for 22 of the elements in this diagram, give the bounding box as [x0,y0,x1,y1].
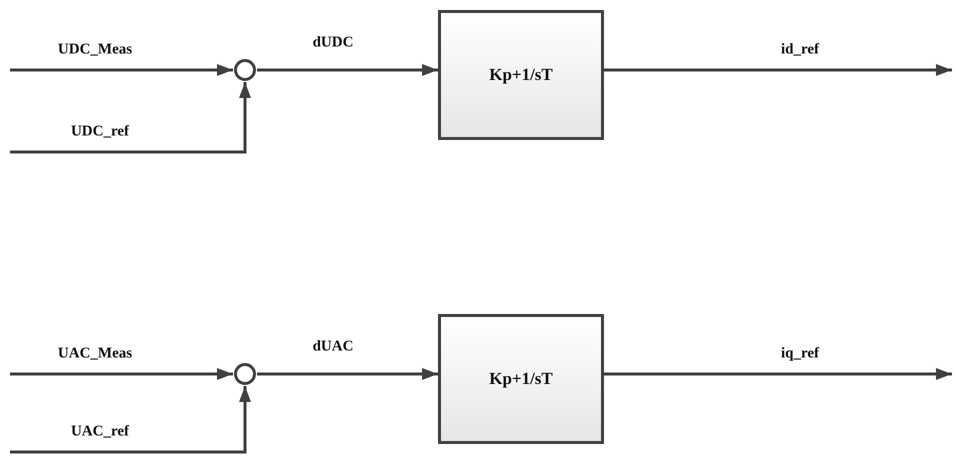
summing-junction [234,59,256,81]
arrow [10,386,251,454]
arrow [10,64,233,76]
edge-label: iq_ref [780,346,820,362]
edge-label: UDC_ref [70,124,130,140]
edge-label: id_ref [780,42,820,58]
transfer-function-block [438,314,604,444]
edge-label: UAC_Meas [58,346,132,362]
summing-junction [234,363,256,385]
edge-label: UDC_Meas [58,42,132,58]
arrow [10,368,233,380]
arrow [257,368,438,380]
block-label: Kp+1/sT [489,369,553,389]
edge-label: UAC_ref [70,424,130,440]
block-label: Kp+1/sT [489,65,553,85]
arrow [604,64,952,76]
edge-label: dUAC [312,338,354,356]
arrow [604,368,952,380]
arrow [257,64,438,76]
transfer-function-block [438,10,604,140]
edge-label: dUDC [312,34,354,52]
arrow [10,82,251,154]
